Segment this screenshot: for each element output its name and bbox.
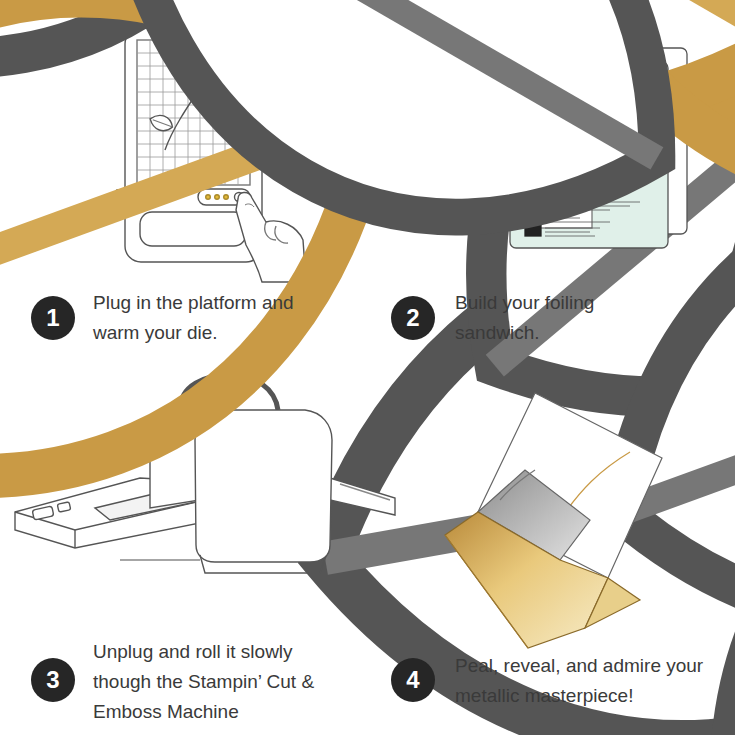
foiling-sandwich [0,0,735,711]
step-number: 1 [46,306,59,330]
step-instruction: Peal, reveal, and admire your metallic m… [455,651,717,711]
step-number-circle: 4 [391,658,435,702]
step-number: 4 [406,668,419,692]
step-number-circle: 3 [31,658,75,702]
step-number-circle: 2 [391,296,435,340]
step-number: 2 [406,306,419,330]
step-instruction: Plug in the platform and warm your die. [93,288,298,348]
step-number-circle: 1 [31,296,75,340]
step-instruction: Unplug and roll it slowly though the Sta… [93,637,338,727]
step-number: 3 [46,668,59,692]
step-instruction: Build your foiling sandwich. [455,288,660,348]
